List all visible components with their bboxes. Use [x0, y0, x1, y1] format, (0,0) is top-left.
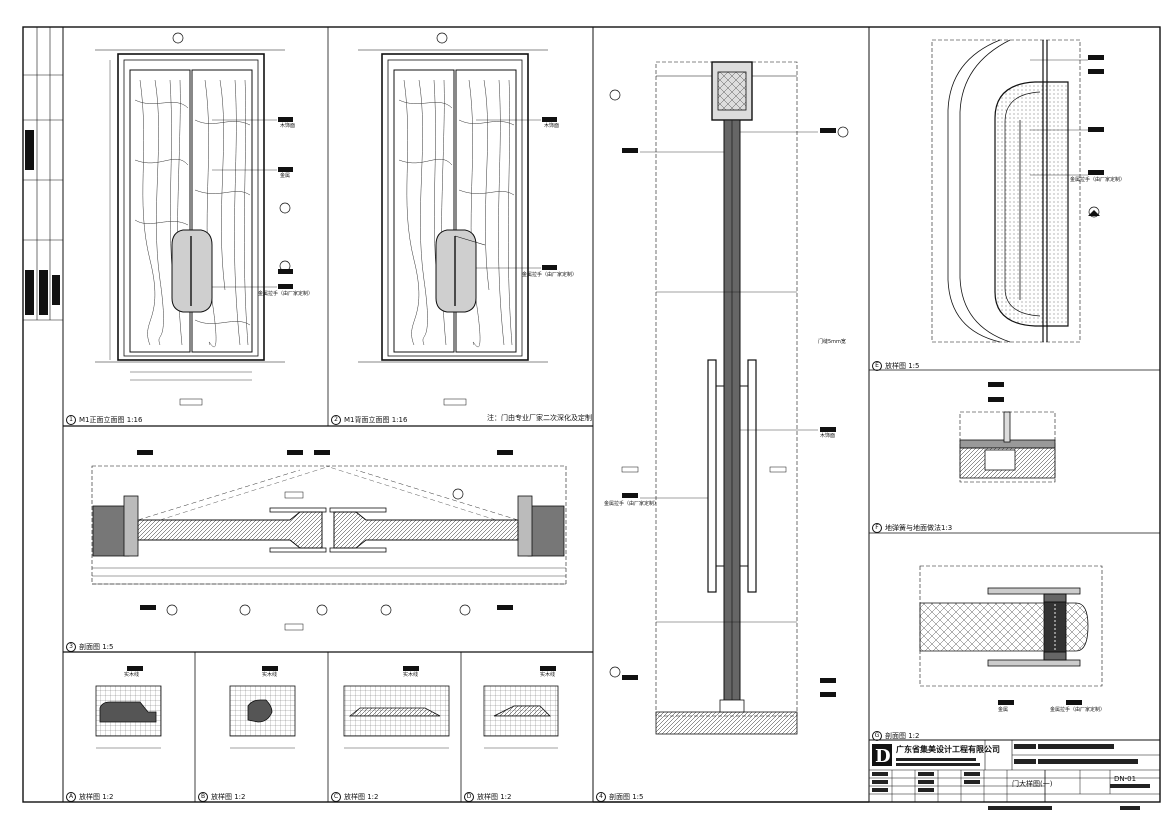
detail-c — [343, 666, 450, 749]
tag-wood-v4: 木饰面 — [820, 433, 836, 439]
tag-wood-v2: 木饰面 — [544, 123, 560, 129]
company-name: 广东省集美设计工程有限公司 — [896, 745, 1000, 754]
caption-view-e-title: 放样图 1:5 — [885, 362, 920, 370]
title-block: D — [868, 740, 1160, 810]
tag-metal-g: 金属 — [998, 707, 1009, 713]
caption-view-1-title: M1正面立面图 1:16 — [79, 416, 143, 424]
vertical-section — [609, 61, 849, 735]
caption-view-3-title: 剖面图 1:5 — [79, 643, 114, 651]
tag-metal-v1: 金属 — [280, 173, 291, 179]
tag-seam-v4: 门缝5mm宽 — [818, 339, 846, 345]
svg-text:D: D — [875, 746, 891, 767]
caption-view-2-title: M1背面立面图 1:16 — [344, 416, 408, 424]
tag-handle-e: 金属拉手（由厂家定制） — [1070, 177, 1126, 183]
front-elevation — [95, 32, 293, 406]
detail-d — [483, 666, 559, 749]
drawing-name: 门大样图(一) — [1012, 780, 1053, 788]
tag-solid-d: 实木线 — [540, 672, 556, 678]
tag-solid-a: 实木线 — [124, 672, 140, 678]
caption-view-2-note: 注：门由专业厂家二次深化及定制 — [487, 414, 592, 422]
caption-view-a-title: 放样图 1:2 — [79, 793, 114, 801]
tag-wood-v1: 木饰面 — [280, 123, 296, 129]
caption-view-d-title: 放样图 1:2 — [477, 793, 512, 801]
drawing-number: DN-01 — [1114, 775, 1137, 783]
caption-view-4-title: 剖面图 1:5 — [609, 793, 644, 801]
tag-handle-v2: 金属拉手（由厂家定制） — [522, 272, 578, 278]
caption-view-g-title: 剖面图 1:2 — [885, 732, 920, 740]
section-detail-g — [919, 565, 1103, 705]
tag-handle-g: 金属拉手（由厂家定制） — [1050, 707, 1106, 713]
tag-solid-c: 实木线 — [403, 672, 419, 678]
detail-b — [229, 666, 296, 749]
tag-handle-v1: 金属拉手（由厂家定制） — [258, 291, 314, 297]
detail-a — [95, 666, 162, 749]
caption-view-c-title: 放样图 1:2 — [344, 793, 379, 801]
handle-detail — [931, 39, 1104, 343]
tag-solid-b: 实木线 — [262, 672, 278, 678]
caption-view-f-title: 地弹簧与地面做法1:3 — [885, 524, 953, 532]
tag-handle-v4: 金属拉手（由厂家定制） — [604, 501, 660, 507]
back-elevation — [358, 32, 557, 406]
floor-spring-detail — [959, 382, 1056, 483]
caption-view-b-title: 放样图 1:2 — [211, 793, 246, 801]
plan-section — [91, 450, 567, 631]
